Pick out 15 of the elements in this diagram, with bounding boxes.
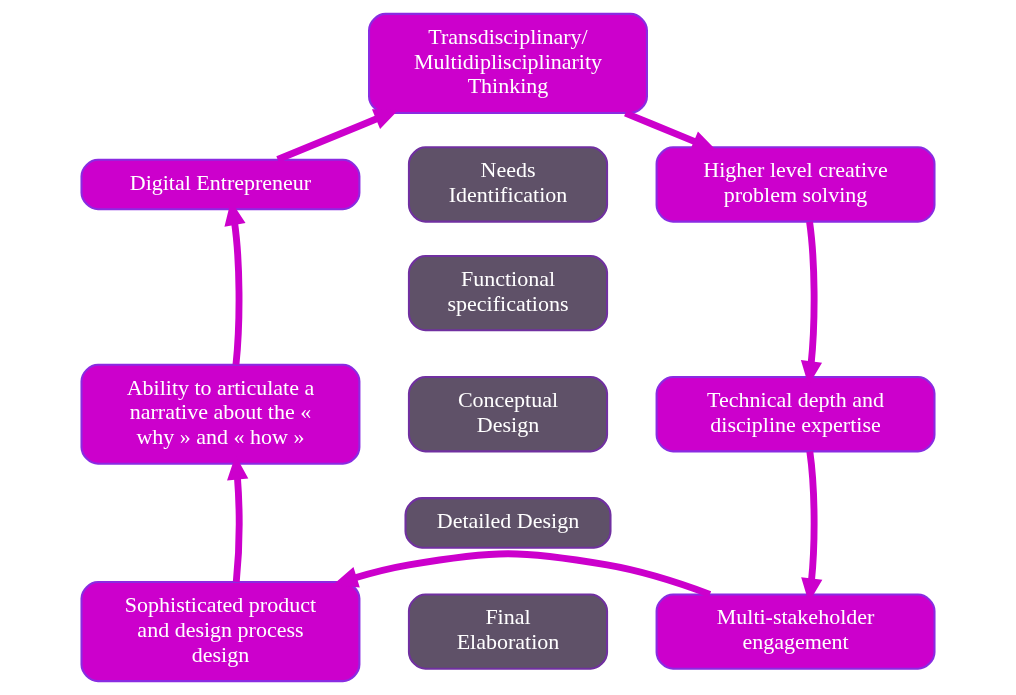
- node-box: Ability to articulate a narrative about the « why » and « how »: [80, 363, 361, 465]
- node-box: Higher level creative problem solving: [655, 146, 936, 223]
- node-box: Needs Identification: [407, 146, 609, 223]
- arrow: [276, 109, 399, 163]
- node-box: Detailed Design: [404, 497, 612, 549]
- node-box: Multi-stakeholder engagement: [655, 593, 936, 670]
- node-box: Functional specifications: [407, 255, 609, 332]
- node-box: Digital Entrepreneur: [80, 158, 361, 211]
- node-box: Technical depth and discipline expertise: [655, 376, 936, 453]
- node-box: Final Elaboration: [407, 593, 609, 670]
- arrow: [333, 550, 712, 598]
- node-box: Sophisticated product and design process design: [80, 581, 361, 683]
- arrow: [624, 109, 717, 152]
- node-box: Conceptual Design: [407, 376, 609, 453]
- node-box: Transdisciplinary/ Multidiplisciplinarity Thinking: [368, 12, 648, 114]
